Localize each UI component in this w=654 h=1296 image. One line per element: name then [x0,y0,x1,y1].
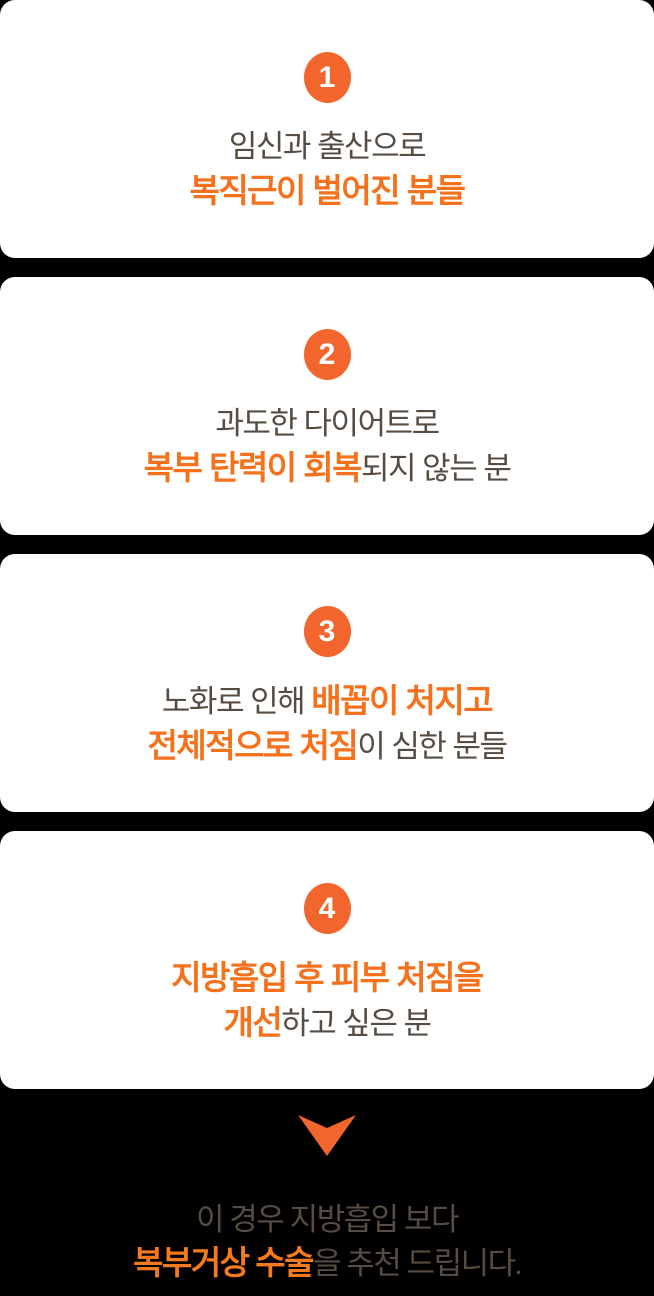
plain-text: 을 추천 드립니다. [313,1246,522,1281]
plain-text: 하고 싶은 분 [281,1006,432,1041]
number-badge: 3 [303,606,351,657]
highlight-text: 개선 [223,1004,282,1041]
card-text-line: 복부 탄력이 회복되지 않는 분 [143,446,512,491]
number-badge: 4 [303,883,351,934]
number-badge: 2 [303,329,351,380]
plain-text: 되지 않는 분 [361,451,512,486]
badge-number: 1 [318,60,336,94]
down-arrow-icon [298,1115,356,1156]
plain-text: 노화로 인해 [161,684,312,719]
footer-text-line: 이 경우 지방흡입 보다 [133,1198,521,1242]
plain-text: 이 심한 분들 [357,729,508,764]
highlight-text: 전체적으로 처짐 [147,727,358,764]
footer-text-line: 복부거상 수술을 추천 드립니다. [133,1242,522,1286]
card-text-line: 노화로 인해 배꼽이 처지고 [147,679,506,724]
card-text-line: 지방흡입 후 피부 처짐을 [171,956,484,1001]
card-text-line: 임신과 출산으로 [189,125,464,169]
badge-number: 3 [318,614,336,648]
highlight-text: 배꼽이 처지고 [311,682,493,719]
card-text-line: 전체적으로 처짐이 심한 분들 [147,724,508,769]
badge-number: 2 [318,337,336,371]
card-text-line: 개선하고 싶은 분 [171,1001,483,1046]
card-text-line: 과도한 다이어트로 [144,402,511,446]
highlight-text: 복직근이 벌어진 분들 [189,172,466,209]
highlight-text: 복부 탄력이 회복 [143,449,363,486]
highlight-text: 지방흡입 후 피부 처짐을 [171,959,484,996]
plain-text: 과도한 다이어트로 [215,406,440,441]
card-text-line: 복직근이 벌어진 분들 [189,169,466,214]
highlight-text: 복부거상 수술 [133,1246,314,1282]
plain-text: 이 경우 지방흡입 보다 [196,1202,459,1237]
plain-text: 임신과 출산으로 [228,129,427,164]
badge-number: 4 [318,891,336,925]
number-badge: 1 [303,52,351,103]
